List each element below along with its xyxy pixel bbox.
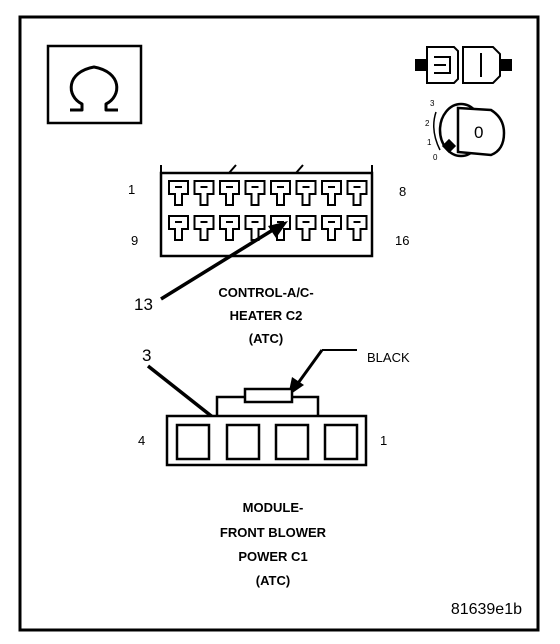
c2-cavity-10 [193, 215, 215, 241]
c1-cavity-4 [175, 423, 211, 461]
c2-pin-16-label: 16 [395, 233, 409, 248]
c1-pin-1-label: 1 [380, 433, 387, 448]
c2-cavity-16 [346, 215, 368, 241]
ignition-pos-2: 2 [425, 119, 430, 128]
c2-pin-9-label: 9 [131, 233, 138, 248]
callout-13-arrowhead [268, 221, 288, 238]
c1-cavity-3 [225, 423, 261, 461]
c2-cavity-1 [168, 180, 189, 206]
c2-cavity-14 [295, 215, 317, 241]
c1-pin-4-label: 4 [138, 433, 145, 448]
c1-cavity-1 [323, 423, 359, 461]
ignition-pos-0: 0 [433, 153, 438, 162]
ohm-symbol-icon [46, 44, 143, 125]
ignition-key-off-icon: 3 2 1 0 0 [425, 99, 506, 162]
c1-title-line-2: FRONT BLOWER [220, 525, 327, 540]
c1-title-line-4: (ATC) [256, 573, 290, 588]
c2-cavity-11 [219, 215, 240, 241]
c2-cavity-9 [168, 215, 189, 241]
c2-title-line-1: CONTROL-A/C- [218, 285, 313, 300]
c1-title-line-3: POWER C1 [238, 549, 307, 564]
c1-cavity-2 [274, 423, 310, 461]
c1-lock-tab [243, 387, 294, 404]
diagram-frame [18, 15, 540, 632]
c2-pin-cavities [168, 180, 368, 241]
c2-title-line-3: (ATC) [249, 331, 283, 346]
c2-cavity-7 [321, 180, 342, 206]
c2-cavity-15 [321, 215, 342, 241]
ignition-pos-3: 3 [430, 99, 435, 108]
c2-cavity-6 [295, 180, 317, 206]
c2-title-line-2: HEATER C2 [230, 308, 303, 323]
color-label: BLACK [367, 350, 410, 365]
c2-pin-8-label: 8 [399, 184, 406, 199]
c2-cavity-4 [244, 180, 266, 206]
disconnected-connector-icon [415, 46, 512, 84]
figure-id: 81639e1b [451, 601, 522, 618]
callout-13-arrow [160, 226, 277, 301]
black-leader-arrow [294, 349, 324, 387]
c2-cavity-8 [346, 180, 368, 206]
c2-cavity-5 [270, 180, 291, 206]
callout-13-label: 13 [134, 295, 153, 314]
connector-c2 [159, 164, 374, 258]
c2-cavity-2 [193, 180, 215, 206]
c1-title-line-1: MODULE- [243, 500, 304, 515]
ignition-pos-1: 1 [427, 138, 432, 147]
key-symbol: 0 [474, 123, 483, 142]
c2-cavity-3 [219, 180, 240, 206]
callout-3-label: 3 [142, 346, 151, 365]
c2-pin-1-label: 1 [128, 182, 135, 197]
connector-c1 [165, 387, 368, 467]
